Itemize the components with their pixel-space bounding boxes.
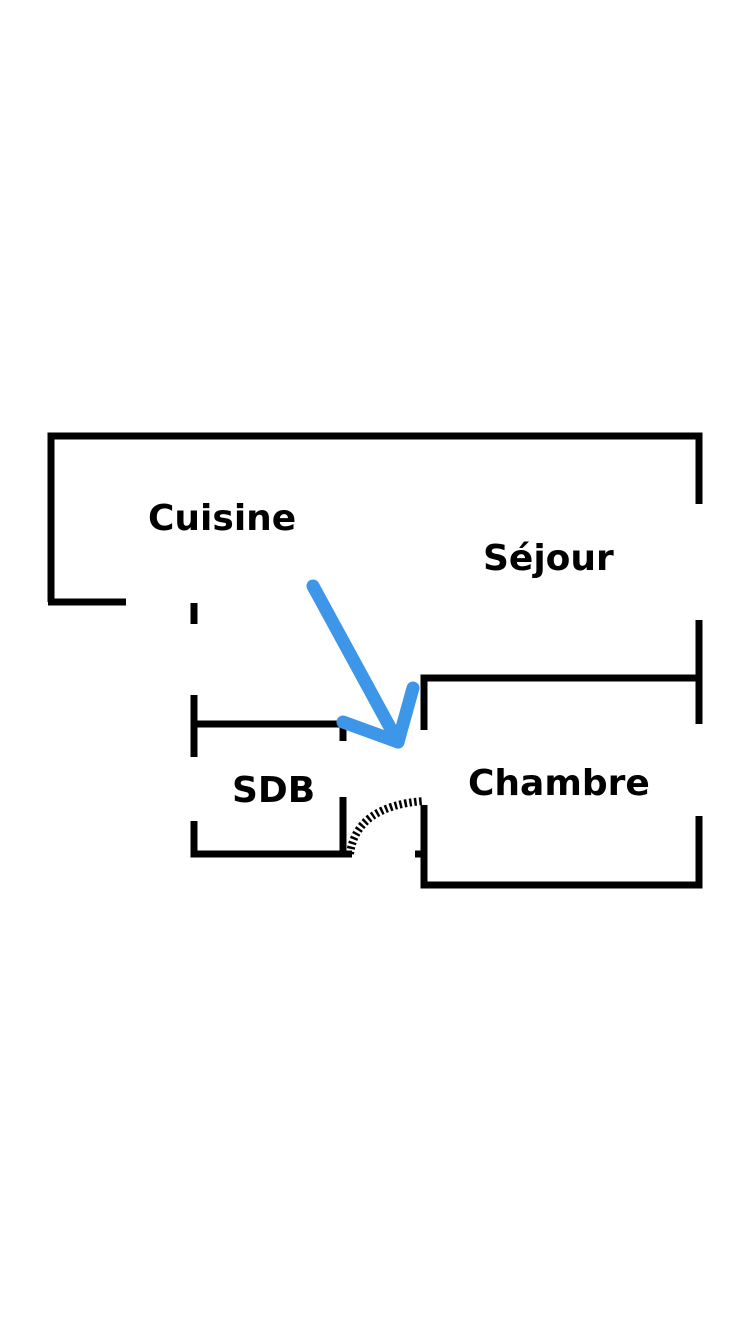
room-label-living-room: Séjour [483, 538, 614, 579]
bathroom-top-wall [190, 695, 347, 757]
bedroom-top-wall [420, 674, 699, 730]
walls [47, 432, 703, 889]
bedroom-bottom-wall [415, 805, 703, 889]
room-label-kitchen: Cuisine [148, 498, 296, 539]
room-label-bedroom: Chambre [468, 763, 650, 804]
outer-wall-top-left [47, 432, 703, 602]
annotation-arrow-icon [306, 579, 420, 749]
door-swing-arc [346, 797, 425, 855]
room-label-bathroom: SDB [232, 770, 315, 811]
bathroom-bottom-wall [190, 797, 352, 858]
